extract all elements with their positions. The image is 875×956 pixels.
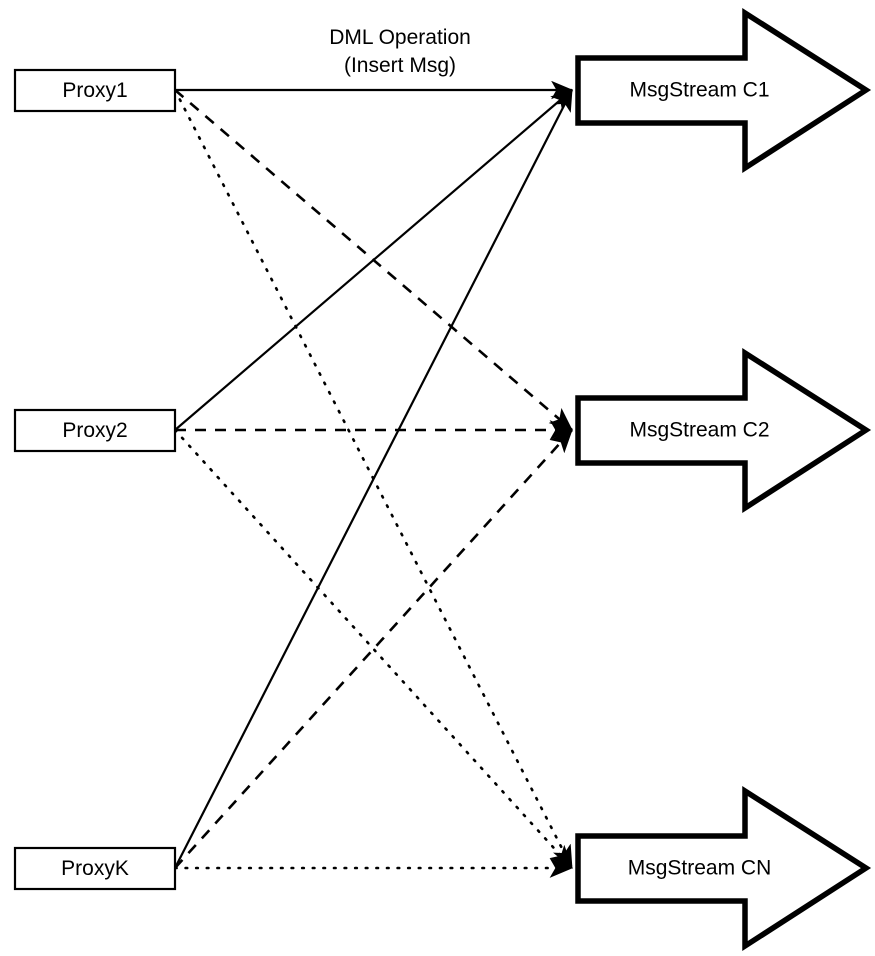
proxyk-box[interactable] bbox=[13, 846, 177, 891]
proxy-nodes-layer: Proxy1 Proxy2 ProxyK bbox=[13, 68, 177, 891]
edge-caption-line2: (Insert Msg) bbox=[344, 54, 456, 77]
msgstream-c1-arrow-shape[interactable] bbox=[575, 7, 872, 174]
msgstream-cn-arrow-shape[interactable] bbox=[575, 785, 872, 952]
proxy2-box[interactable] bbox=[13, 408, 177, 453]
node-proxy1[interactable]: Proxy1 bbox=[13, 68, 177, 113]
node-proxyk[interactable]: ProxyK bbox=[13, 846, 177, 891]
msgstream-c1-label: MsgStream C1 bbox=[629, 79, 769, 102]
msgstream-c2-arrow-shape[interactable] bbox=[575, 347, 872, 514]
proxy2-label: Proxy2 bbox=[62, 419, 127, 442]
node-proxy2[interactable]: Proxy2 bbox=[13, 408, 177, 453]
msgstream-layer: MsgStream C1 MsgStream C2 MsgStream CN bbox=[575, 7, 872, 952]
link-proxy2-to-stream-cn bbox=[173, 428, 574, 870]
msgstream-c2-label: MsgStream C2 bbox=[629, 419, 769, 442]
node-msgstream-c2[interactable]: MsgStream C2 bbox=[575, 347, 872, 514]
proxy1-box[interactable] bbox=[13, 68, 177, 113]
links-layer bbox=[173, 80, 574, 878]
link-proxy2-to-stream-c1 bbox=[174, 89, 573, 431]
msgstream-cn-label: MsgStream CN bbox=[628, 857, 772, 880]
node-msgstream-c1[interactable]: MsgStream C1 bbox=[575, 7, 872, 174]
proxyk-label: ProxyK bbox=[61, 857, 129, 880]
edge-caption-group: DML Operation (Insert Msg) bbox=[329, 26, 471, 77]
edge-caption-line1: DML Operation bbox=[329, 26, 471, 49]
node-msgstream-cn[interactable]: MsgStream CN bbox=[575, 785, 872, 952]
link-proxyk-to-stream-c1 bbox=[174, 89, 573, 869]
proxy1-label: Proxy1 bbox=[62, 79, 127, 102]
